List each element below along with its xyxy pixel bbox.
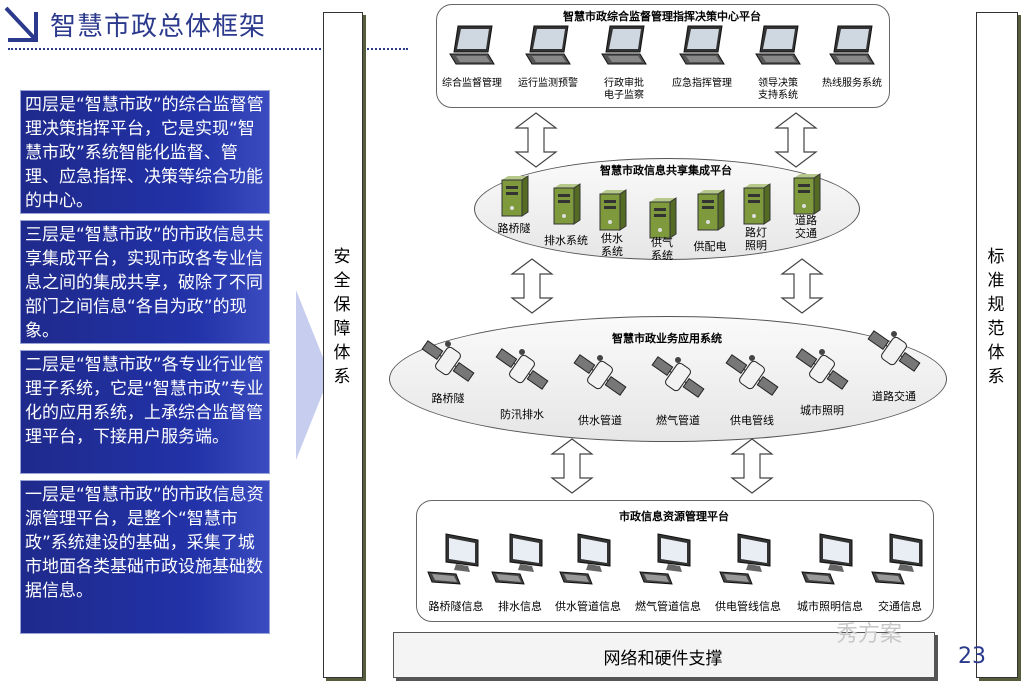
layer1-title: 市政信息资源管理平台 [619, 510, 729, 523]
layer1-item-label: 排水信息 [498, 600, 542, 613]
double-arrow-icon [550, 438, 594, 494]
server-icon [498, 174, 530, 218]
page-title: 智慧市政总体框架 [50, 12, 267, 42]
layer2-item-label: 道路交通 [872, 390, 916, 403]
satellite-icon [492, 344, 552, 394]
corner-arrow-icon [4, 6, 38, 42]
layer3-title: 智慧市政信息共享集成平台 [600, 164, 732, 177]
laptop-icon [678, 24, 726, 68]
layer4-panel [436, 4, 890, 108]
layer3-item-label: 路灯照明 [745, 226, 767, 252]
laptop-icon [600, 24, 648, 68]
double-arrow-icon [730, 438, 774, 494]
double-arrow-icon [774, 112, 818, 168]
laptop-icon [828, 24, 876, 68]
layer1-item-label: 供水管道信息 [555, 600, 621, 613]
layer3-item-label: 供水系统 [601, 232, 623, 258]
server-icon [550, 182, 582, 226]
layer2-item-label: 路桥隧 [431, 392, 465, 405]
layer3-item-label: 供配电 [693, 240, 727, 253]
layer2-item-label: 供电管线 [730, 414, 774, 427]
layer1-item-label: 燃气管道信息 [635, 600, 701, 613]
watermark: 秀方案 [836, 622, 903, 647]
network-hardware-label: 网络和硬件支撑 [603, 649, 723, 669]
layer1-item-label: 供电管线信息 [715, 600, 781, 613]
standards-system-bar [976, 12, 1018, 678]
layer4-title: 智慧市政综合监督管理指挥决策中心平台 [563, 10, 761, 23]
server-icon [790, 172, 822, 216]
server-icon [694, 188, 726, 232]
layer3-item-label: 供气系统 [651, 236, 673, 262]
layer4-item-label: 热线服务系统 [822, 78, 882, 89]
server-icon [596, 188, 628, 232]
layer3-item-label: 道路交通 [795, 214, 817, 240]
layer1-item-label: 城市照明信息 [797, 600, 863, 613]
layer2-item-label: 燃气管道 [656, 414, 700, 427]
desktop-computer-icon [426, 532, 486, 588]
laptop-icon [524, 24, 572, 68]
satellite-icon [792, 344, 852, 394]
double-arrow-icon [514, 112, 558, 168]
desktop-computer-icon [800, 532, 860, 588]
layer1-description: 一层是“智慧市政”的市政信息资源管理平台，是整个“智慧市政”系统建设的基础，采集… [20, 480, 270, 634]
layer2-title: 智慧市政业务应用系统 [612, 332, 722, 345]
laptop-icon [448, 24, 496, 68]
layer4-item-label: 领导决策支持系统 [758, 78, 798, 101]
desktop-computer-icon [638, 532, 698, 588]
satellite-icon [722, 350, 782, 400]
layer2-item-label: 供水管道 [578, 414, 622, 427]
desktop-computer-icon [490, 532, 550, 588]
layer4-description: 四层是“智慧市政”的综合监督管理决策指挥平台，它是实现“智慧市政”系统智能化监督… [20, 90, 270, 214]
layer3-item-label: 排水系统 [544, 234, 588, 247]
page-number: 23 [958, 644, 986, 669]
layer1-item-label: 路桥隧信息 [428, 600, 484, 613]
layer4-item-label: 综合监督管理 [442, 78, 502, 89]
layer1-item-label: 交通信息 [878, 600, 922, 613]
server-icon [740, 182, 772, 226]
layer4-item-label: 应急指挥管理 [672, 78, 732, 89]
layer2-description: 二层是“智慧市政”各专业行业管理子系统，它是“智慧市政”专业化的应用系统，上承综… [20, 350, 270, 474]
desktop-computer-icon [718, 532, 778, 588]
double-arrow-icon [780, 258, 824, 314]
layer4-item-label: 行政审批电子监察 [604, 78, 644, 101]
chevron-arrow-icon [296, 290, 330, 460]
layer3-item-label: 路桥隧 [497, 222, 531, 235]
satellite-icon [418, 336, 478, 386]
security-system-bar [323, 12, 363, 678]
security-system-label: 安全保障体系 [333, 247, 351, 387]
layer2-item-label: 城市照明 [800, 404, 844, 417]
standards-system-label: 标准规范体系 [987, 247, 1005, 387]
desktop-computer-icon [558, 532, 618, 588]
satellite-icon [648, 352, 708, 402]
desktop-computer-icon [870, 532, 930, 588]
laptop-icon [754, 24, 802, 68]
double-arrow-icon [510, 258, 554, 314]
title-divider [8, 48, 408, 50]
layer2-item-label: 防汛排水 [500, 408, 544, 421]
server-icon [646, 196, 678, 240]
satellite-icon [864, 326, 924, 376]
satellite-icon [570, 350, 630, 400]
layer4-item-label: 运行监测预警 [518, 78, 578, 89]
network-hardware-bar [393, 632, 935, 678]
layer3-description: 三层是“智慧市政”的市政信息共享集成平台，实现市政各专业信息之间的集成共享，破除… [20, 220, 270, 344]
